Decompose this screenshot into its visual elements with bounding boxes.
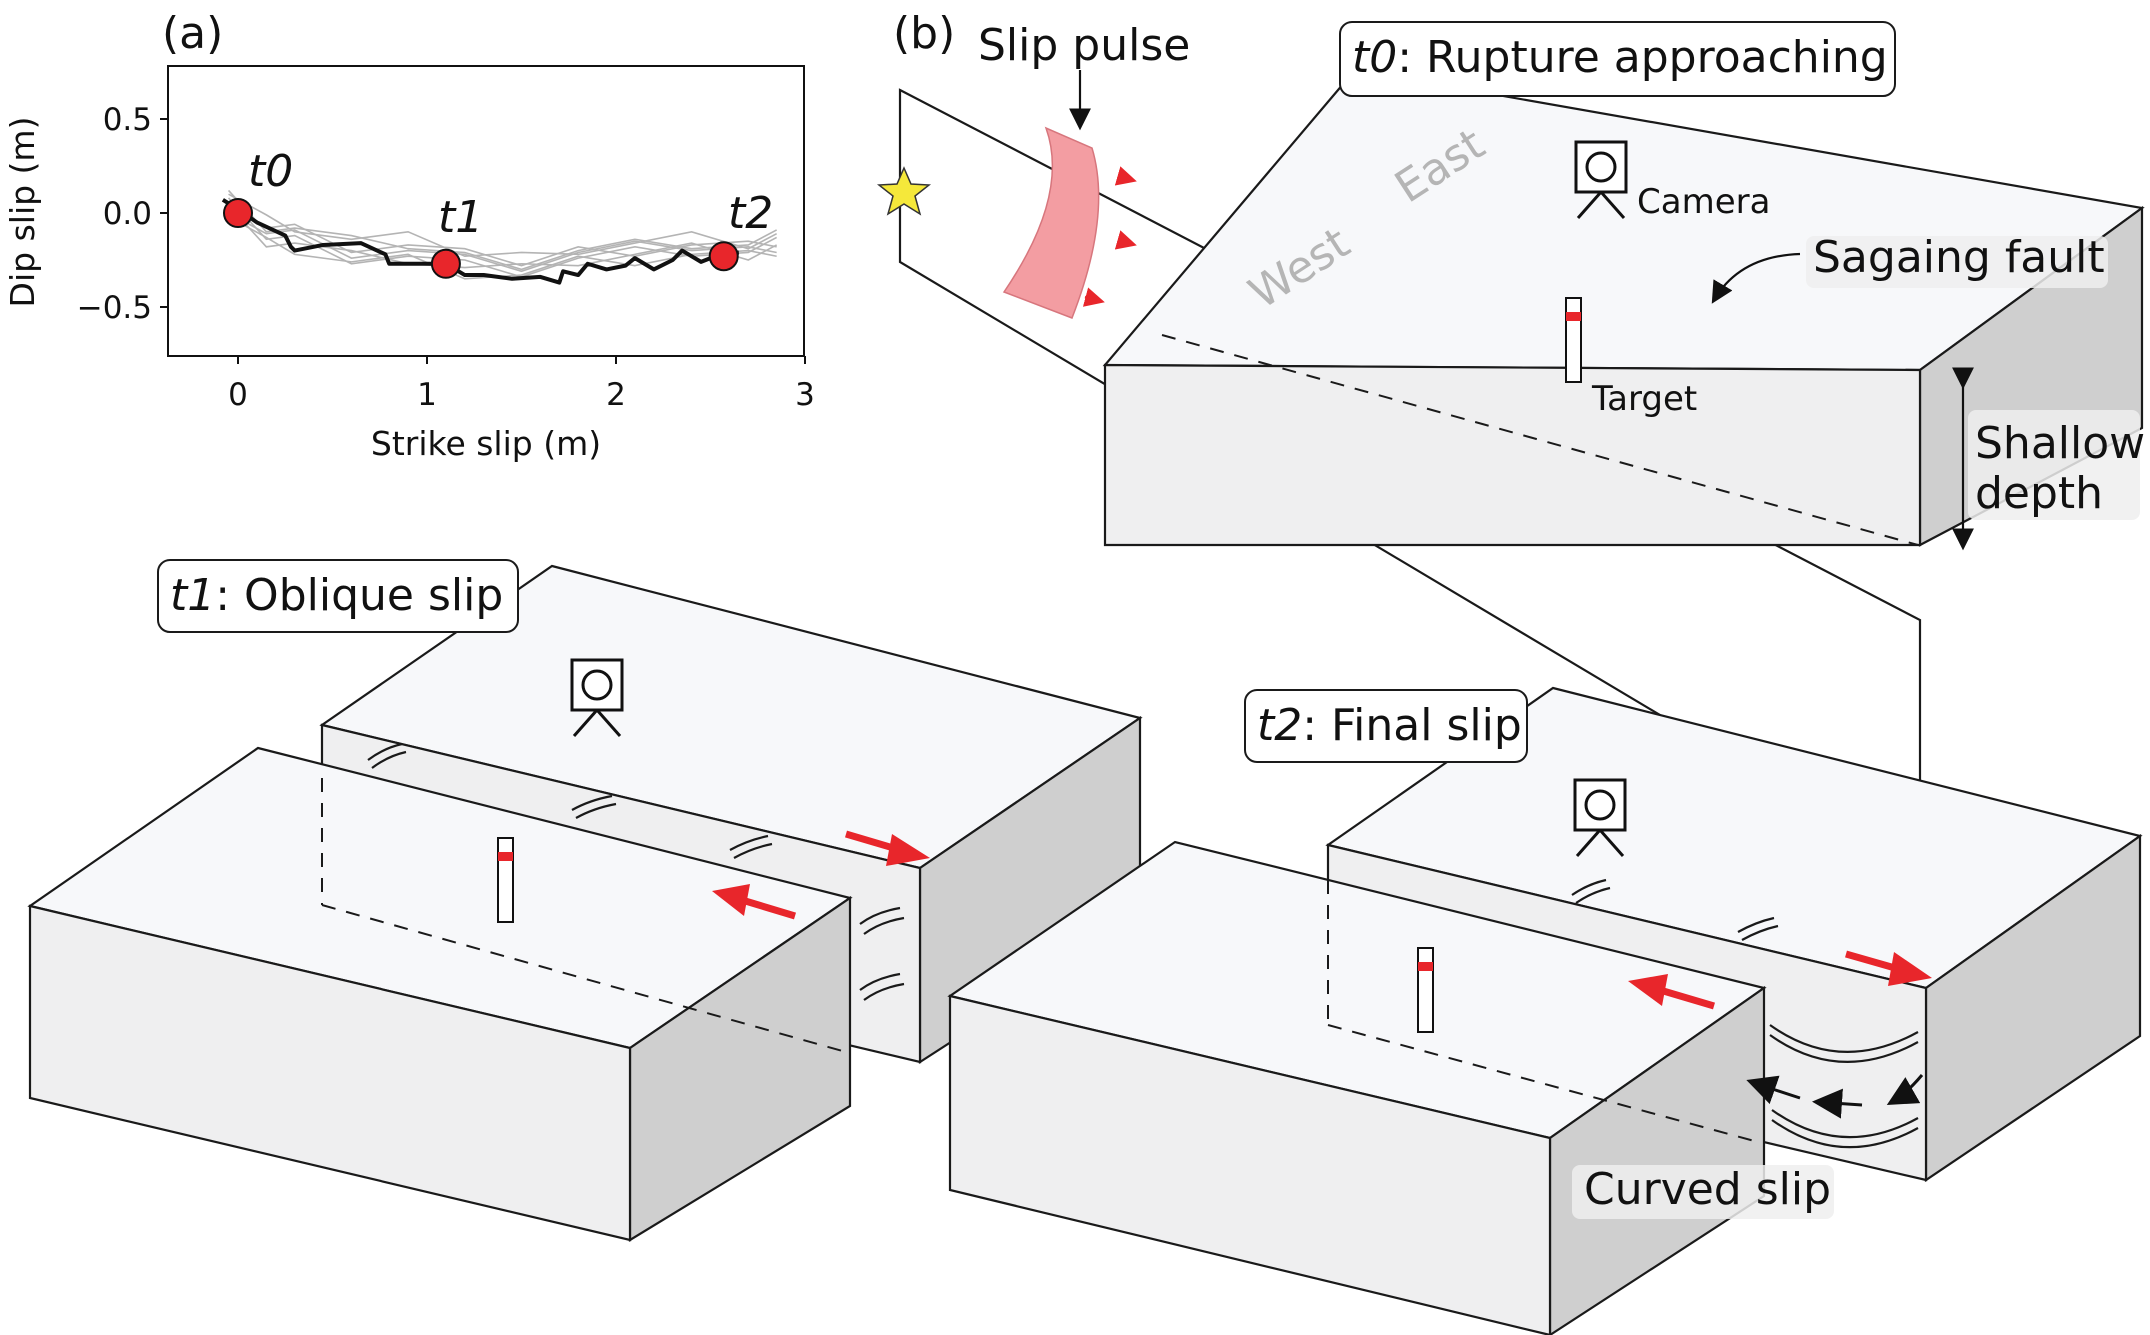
depth-label-line1: Shallow bbox=[1975, 418, 2145, 469]
panel-b-label: (b) bbox=[893, 8, 955, 59]
y-tick-label: −0.5 bbox=[77, 290, 152, 326]
curved-slip-arrows bbox=[1746, 1074, 1924, 1119]
camera-icon bbox=[1574, 140, 1628, 219]
slip-pulse-band bbox=[1002, 126, 1100, 319]
callout-t2-text: : Final slip bbox=[1302, 700, 1522, 751]
block-t2-west: Curved slip bbox=[947, 840, 1924, 1335]
block-t1-west bbox=[27, 746, 905, 1242]
ensemble-line bbox=[228, 193, 778, 258]
callout-t0-text: : Rupture approaching bbox=[1397, 32, 1888, 83]
y-tick-label: 0.0 bbox=[103, 196, 152, 232]
svg-text:t1: Oblique slip: t1: Oblique slip bbox=[170, 570, 503, 621]
camera-label: Camera bbox=[1637, 182, 1770, 222]
callout-t1-text: : Oblique slip bbox=[215, 570, 503, 621]
camera-icon bbox=[1573, 778, 1627, 857]
marker-label-t2: t2 bbox=[728, 188, 773, 239]
target-icon bbox=[1565, 297, 1582, 383]
x-tick-label: 1 bbox=[417, 377, 437, 413]
marker-t0 bbox=[223, 198, 253, 228]
block-t0: West East Camera Target Sagaing fault Sh… bbox=[1102, 68, 2145, 551]
marker-t1 bbox=[430, 248, 461, 279]
panel-a-label: (a) bbox=[162, 8, 223, 59]
ensemble-line bbox=[227, 197, 778, 278]
x-tick-label: 0 bbox=[228, 377, 248, 413]
target-label: Target bbox=[1591, 379, 1697, 419]
y-axis-label: Dip slip (m) bbox=[3, 117, 42, 308]
panel-a: (a) 0.5 0.0 −0.5 Dip slip (m) 0 1 2 3 St… bbox=[3, 8, 815, 463]
plot-frame bbox=[167, 65, 805, 357]
ensemble-line bbox=[228, 206, 777, 267]
slip-pulse-label: Slip pulse bbox=[978, 20, 1190, 71]
target-icon bbox=[1417, 947, 1434, 1033]
y-axis: 0.5 0.0 −0.5 Dip slip (m) bbox=[3, 102, 168, 326]
plot-content bbox=[221, 189, 778, 285]
depth-label-line2: depth bbox=[1975, 468, 2103, 519]
west-motion-arrow bbox=[740, 896, 797, 920]
callout-t0: t0: Rupture approaching bbox=[1339, 21, 1896, 97]
curved-slip-label: Curved slip bbox=[1584, 1164, 1831, 1215]
marker-label-t1: t1 bbox=[438, 192, 483, 243]
callout-t1: t1: Oblique slip bbox=[157, 559, 519, 633]
x-tick-label: 3 bbox=[795, 377, 815, 413]
x-tick-label: 2 bbox=[606, 377, 626, 413]
camera-icon bbox=[570, 658, 624, 737]
y-tick-label: 0.5 bbox=[103, 102, 152, 138]
callout-t1-time: t1 bbox=[170, 570, 215, 621]
callout-t0-time: t0 bbox=[1352, 32, 1397, 83]
fault-label: Sagaing fault bbox=[1813, 232, 2105, 283]
marker-t2 bbox=[708, 241, 739, 272]
west-motion-arrow bbox=[1659, 986, 1715, 1010]
callout-t2: t2: Final slip bbox=[1244, 689, 1528, 763]
svg-text:t0: Rupture approaching: t0: Rupture approaching bbox=[1352, 32, 1888, 83]
svg-text:t2: Final slip: t2: Final slip bbox=[1257, 700, 1522, 751]
ensemble-line bbox=[228, 212, 777, 273]
fault-pointer-arrow bbox=[1711, 252, 1801, 304]
target-icon bbox=[497, 837, 514, 923]
x-axis: 0 1 2 3 Strike slip (m) bbox=[228, 356, 815, 463]
hypocenter-star-icon bbox=[876, 166, 932, 216]
marker-label-t0: t0 bbox=[248, 146, 293, 197]
x-axis-label: Strike slip (m) bbox=[371, 424, 601, 463]
slip-trajectory-line bbox=[221, 198, 740, 285]
callout-t2-time: t2 bbox=[1257, 700, 1302, 751]
